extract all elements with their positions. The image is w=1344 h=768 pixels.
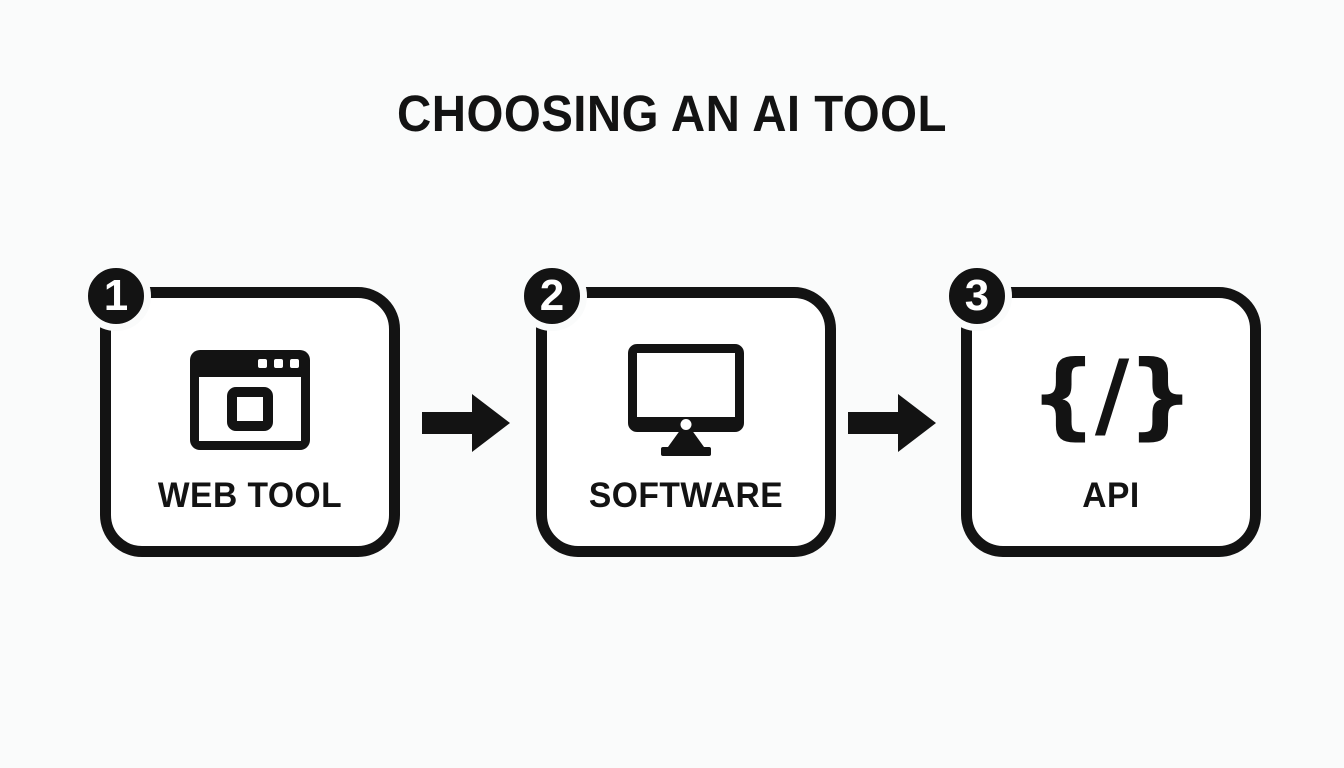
step-label: API [1082, 476, 1140, 515]
browser-inner-pane [227, 387, 273, 431]
step-number-badge: 1 [81, 261, 151, 331]
monitor-button-dot [680, 419, 692, 430]
step-label: WEB TOOL [157, 476, 343, 515]
step-box-api: 3 {/} API [942, 261, 1261, 557]
step-number: 1 [103, 271, 129, 320]
step-box-web-tool: 1 WEB TOOL [81, 261, 400, 557]
browser-titlebar-dots [258, 359, 299, 368]
step-icon-slot [111, 340, 389, 460]
step-number-badge: 3 [942, 261, 1012, 331]
monitor-stand-neck [668, 432, 704, 447]
step-box-software: 2 SOFTWARE [517, 261, 836, 557]
right-arrow-icon [848, 394, 936, 452]
desktop-monitor-icon [628, 344, 744, 456]
step-number: 3 [964, 271, 990, 320]
browser-window-icon [190, 350, 310, 450]
monitor-stand-base [661, 447, 711, 456]
code-brackets-icon: {/} [1029, 341, 1194, 450]
monitor-screen [628, 344, 744, 432]
step-number: 2 [539, 271, 565, 320]
diagram-title: CHOOSING AN AI TOOL [397, 85, 947, 142]
step-number-badge: 2 [517, 261, 587, 331]
step-label: SOFTWARE [588, 476, 784, 515]
step-icon-slot: {/} [972, 340, 1250, 460]
right-arrow-icon [422, 394, 510, 452]
step-icon-slot [547, 340, 825, 460]
